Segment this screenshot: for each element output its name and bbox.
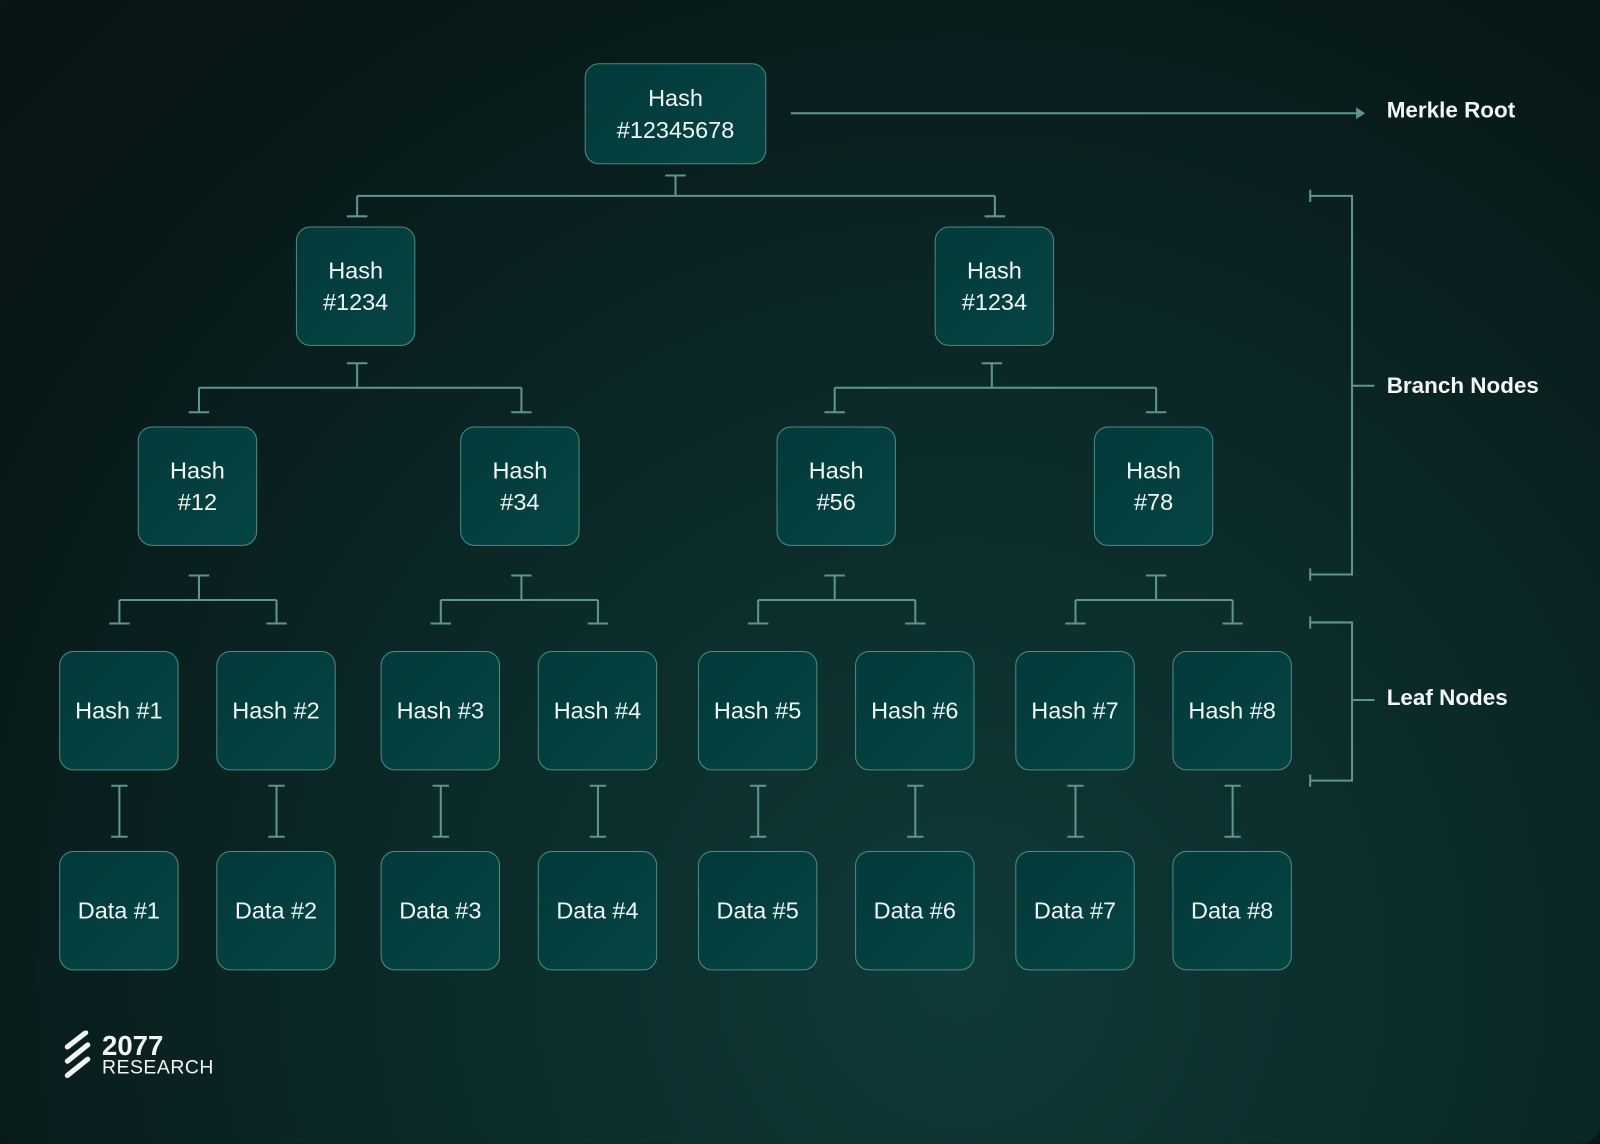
branch-node: Hash #12: [137, 426, 258, 546]
branch-leaf-link: [747, 574, 926, 625]
branch-node: Hash #78: [1093, 426, 1214, 546]
leaf-data-link: [268, 784, 285, 838]
l2-connectors: [109, 574, 1243, 625]
branch-node: Hash #1234: [295, 226, 416, 346]
leaf-bracket: [1309, 616, 1375, 787]
node-label: Hash: [648, 84, 703, 111]
merkle-root-node: Hash #12345678: [584, 63, 767, 165]
leaf-data-link: [907, 784, 924, 838]
logo-word: RESEARCH: [102, 1057, 214, 1079]
leaf-node: Hash #5: [697, 651, 818, 771]
leaf-node: Hash #8: [1172, 651, 1292, 771]
branch-leaf-link: [1065, 574, 1243, 625]
leaf-data-link: [749, 784, 767, 838]
node-label: Data #8: [1191, 896, 1274, 924]
data-node: Data #6: [855, 851, 975, 971]
leaf-node: Hash #2: [216, 651, 336, 771]
leaf-data-link: [589, 784, 607, 838]
root-connector: [346, 174, 1006, 218]
branch-bracket: [1309, 189, 1375, 581]
branch-node: Hash #34: [460, 426, 580, 546]
leaf-nodes-label: Leaf Nodes: [1386, 684, 1508, 711]
node-label: Hash: [170, 456, 225, 484]
branch-node: Hash #1234: [934, 226, 1055, 346]
data-node: Data #8: [1172, 851, 1292, 971]
node-label: Hash: [808, 456, 864, 484]
node-label: Data #3: [399, 896, 482, 924]
node-label: Data #1: [77, 896, 160, 924]
node-label: Hash #6: [871, 696, 959, 724]
node-hash: #78: [1133, 488, 1174, 515]
leaf-node: Hash #7: [1015, 651, 1135, 771]
data-node: Data #7: [1015, 851, 1135, 971]
node-label: Hash #8: [1188, 696, 1276, 724]
node-label: Data #4: [556, 896, 639, 924]
node-label: Hash: [492, 456, 548, 484]
branch-nodes-label: Branch Nodes: [1386, 372, 1539, 398]
node-label: Hash: [1126, 456, 1181, 484]
data-node: Data #5: [697, 851, 818, 971]
node-hash: #1234: [322, 288, 389, 315]
node-hash: #12345678: [616, 115, 735, 143]
branch-leaf-link: [430, 574, 609, 625]
node-label: Data #7: [1033, 896, 1117, 924]
data-node: Data #3: [380, 851, 500, 971]
leaf-node: Hash #1: [59, 651, 179, 771]
leaf-data-link: [111, 784, 128, 838]
node-label: Hash #7: [1031, 696, 1119, 724]
node-hash: #34: [500, 488, 540, 515]
node-label: Hash: [328, 256, 384, 284]
leaf-data-connectors: [111, 784, 1241, 838]
node-label: Hash #1: [75, 696, 163, 724]
data-node: Data #2: [216, 851, 336, 971]
merkle-root-arrow: [790, 107, 1366, 120]
node-label: Data #2: [234, 896, 318, 924]
node-label: Hash: [966, 256, 1022, 284]
node-label: Hash #3: [396, 696, 485, 724]
node-label: Data #5: [716, 896, 799, 924]
leaf-node: Hash #6: [855, 651, 975, 771]
node-label: Hash #4: [553, 696, 642, 724]
l1-connectors: [188, 362, 1167, 414]
branch-leaf-link: [109, 574, 287, 625]
node-label: Data #6: [873, 896, 956, 924]
leaf-data-link: [432, 784, 449, 838]
logo-stripes-icon: [64, 1030, 91, 1079]
node-label: Hash #5: [713, 696, 802, 724]
node-hash: #12: [177, 488, 218, 515]
branch-node: Hash #56: [776, 426, 896, 546]
logo-number: 2077: [102, 1030, 164, 1062]
merkle-root-label: Merkle Root: [1386, 96, 1516, 123]
leaf-node: Hash #3: [380, 651, 500, 771]
node-hash: #1234: [961, 288, 1028, 315]
leaf-data-link: [1224, 784, 1241, 838]
data-node: Data #4: [537, 851, 658, 971]
leaf-data-link: [1067, 784, 1084, 838]
data-node: Data #1: [59, 851, 179, 971]
node-label: Hash #2: [232, 696, 320, 724]
leaf-node: Hash #4: [537, 651, 658, 771]
node-hash: #56: [816, 488, 856, 515]
